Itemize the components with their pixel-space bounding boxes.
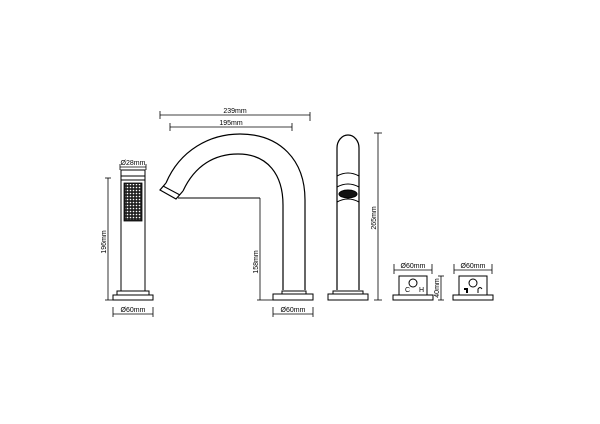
valve-knob [408,278,418,288]
dim-label-60: Ø60mm [121,307,146,314]
spout-side-band [336,198,360,203]
valve-knob [468,278,478,288]
spout-outer-curve [165,133,306,290]
spout-side-view: 265mm [327,132,382,301]
dim-label-195: 195mm [219,120,243,127]
dim-label-196: 196mm [101,230,108,254]
valve-base [452,294,494,301]
spout-inner-curve [182,153,284,290]
dim-label-158: 158mm [253,250,260,274]
spout: 239mm 195mm 158mm Ø60mm [159,108,314,317]
nozzle-dots [125,184,141,220]
valve-hot-cold: Ø60mm C H 40mm [392,263,444,301]
dim-label-40: 40mm [434,278,441,298]
aerator [338,189,358,199]
tap-symbol-icon [464,288,468,293]
spout-outlet-band [162,185,181,196]
valve-base [392,294,434,301]
spout-side-band [336,172,360,177]
shower-base-collar [116,290,150,296]
hand-shower: Ø28mm 196mm Ø60mm [101,160,154,317]
dim-label-60: Ø60mm [461,263,486,270]
dim-label-239: 239mm [223,108,247,115]
mark-hot: H [419,287,424,294]
spout-side-band [336,183,360,188]
shower-symbol-icon [477,287,483,293]
dim-label-60: Ø60mm [401,263,426,270]
mark-cold: C [405,287,410,294]
valve-diverter: Ø60mm [452,263,494,301]
dim-label-60: Ø60mm [281,307,306,314]
dim-label-28: Ø28mm [121,160,146,167]
spout-side-base [327,293,369,301]
shower-base [112,294,154,301]
spout-side-body [336,134,360,290]
spout-base [272,293,314,301]
dim-label-265: 265mm [371,206,378,230]
